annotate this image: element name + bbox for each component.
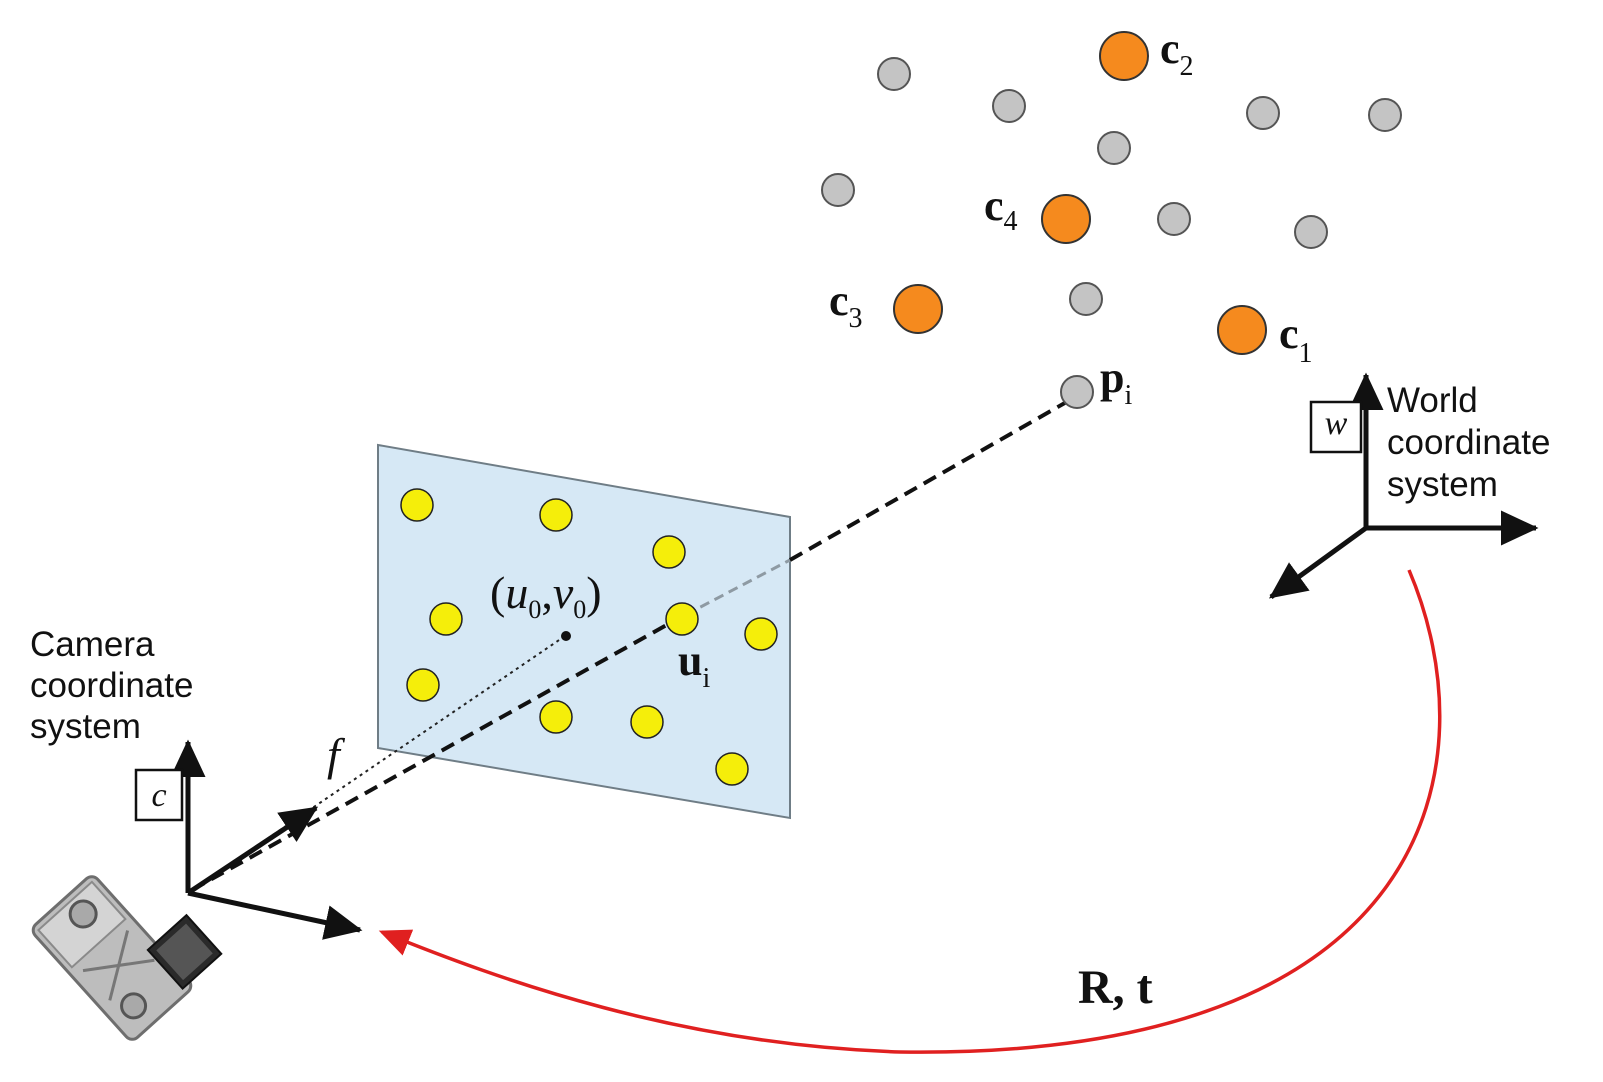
image-point (400, 488, 434, 522)
transform-label: R, t (1078, 961, 1153, 1014)
world-point (992, 89, 1026, 123)
world-point (877, 57, 911, 91)
label-c4: c4 (984, 181, 1018, 237)
world-frame-tag: w (1325, 405, 1348, 442)
label-c2: c2 (1160, 24, 1194, 82)
world-point (1157, 202, 1191, 236)
world-point (1246, 96, 1280, 130)
control-point-c1 (1217, 305, 1267, 355)
label-c1: c1 (1279, 309, 1313, 369)
control-points (893, 31, 1267, 355)
label-ui: ui (678, 636, 710, 694)
image-point (630, 705, 664, 739)
camera-icon (31, 875, 223, 1041)
control-point-c2 (1099, 31, 1149, 81)
image-points (400, 488, 778, 786)
world-point (1294, 215, 1328, 249)
camera-coordinate-system-label: Camera coordinate system (30, 625, 203, 746)
world-frame-tag-box (1309, 400, 1363, 454)
principal-point-dot (561, 631, 571, 641)
camera-axis-right (187, 890, 363, 940)
label-pi: pi (1100, 353, 1132, 411)
control-point-c3 (893, 284, 943, 334)
transform-arrow (378, 569, 1442, 1054)
camera-frame-tag: c (151, 777, 166, 814)
projection-ray-to-point (789, 398, 1071, 562)
optical-axis (191, 635, 566, 891)
image-point (652, 535, 686, 569)
camera-axis-optical (186, 805, 319, 896)
world-point (1097, 131, 1131, 165)
image-point (715, 752, 749, 786)
world-axis-diagonal (1268, 525, 1368, 600)
projection-ray-camera-to-image (191, 620, 673, 892)
image-point (539, 498, 573, 532)
world-point (1069, 282, 1103, 316)
image-point (539, 700, 573, 734)
camera-frame-tag-box (134, 768, 184, 822)
label-focal-length: f (327, 729, 346, 780)
image-plane (377, 443, 791, 820)
world-point (821, 173, 855, 207)
world-point (1368, 98, 1402, 132)
control-point-c4 (1041, 194, 1091, 244)
image-point (406, 668, 440, 702)
image-point (744, 617, 778, 651)
image-point (665, 602, 699, 636)
world-point-pi (1060, 375, 1094, 409)
image-point (429, 602, 463, 636)
label-principal-point: (u0,v0) (490, 567, 602, 624)
world-coordinate-system-label: World coordinate system (1387, 381, 1560, 504)
world-points (821, 57, 1402, 409)
label-c3: c3 (829, 276, 863, 334)
